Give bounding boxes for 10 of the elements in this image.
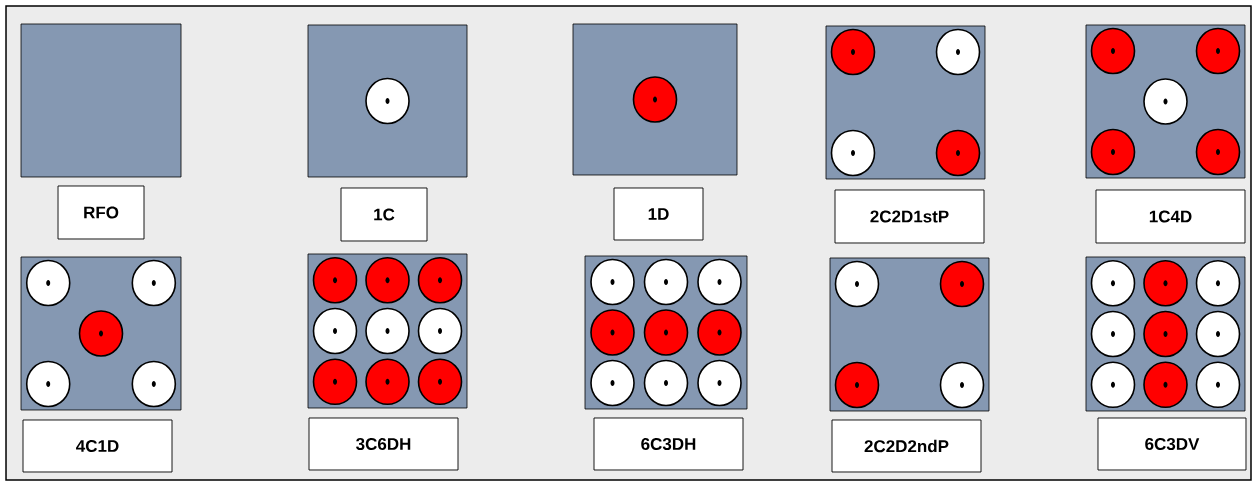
label-box: 1C4D — [1095, 189, 1246, 244]
label-box: 6C3DH — [593, 417, 744, 471]
label-box: 4C1D — [22, 419, 173, 473]
label-box: 3C6DH — [308, 417, 459, 471]
label-box: 6C3DV — [1097, 417, 1247, 471]
label-box: 1D — [613, 187, 704, 241]
label-box: 2C2D2ndP — [831, 419, 982, 473]
label-box: 1C — [340, 187, 428, 242]
label-box: 2C2D1stP — [834, 189, 985, 244]
label-box: RFO — [57, 185, 145, 240]
